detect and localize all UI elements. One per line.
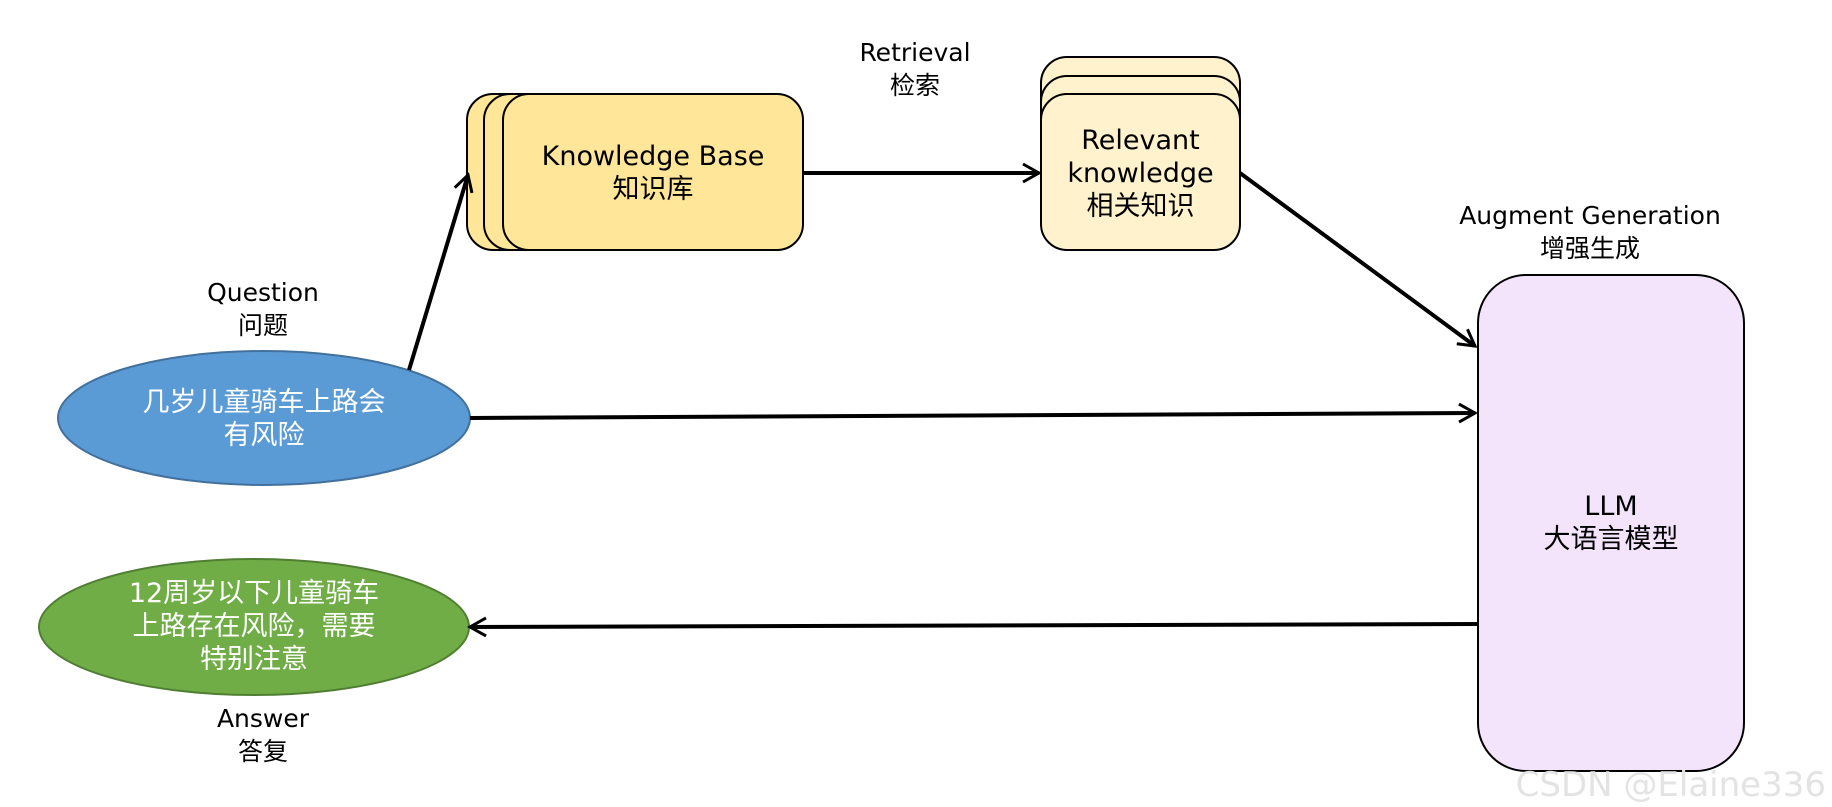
augment-label: Augment Generation 增强生成 [1440,199,1740,265]
question-text: 几岁儿童骑车上路会 有风险 [80,386,448,452]
answer-text-line2: 上路存在风险，需要 [132,611,376,642]
question-label-zh: 问题 [237,311,288,340]
knowledge-base-label-en: Knowledge Base [541,141,765,172]
knowledge-base-stack [466,93,804,251]
retrieval-label-en: Retrieval [859,38,971,67]
answer-text-line3: 特别注意 [200,644,308,675]
answer-text: 12周岁以下儿童骑车 上路存在风险，需要 特别注意 [60,577,448,676]
answer-text-line1: 12周岁以下儿童骑车 [128,578,380,609]
question-label: Question 问题 [183,276,343,342]
question-to-llm-arrow [469,402,1479,424]
llm-to-answer-arrow [466,616,1479,638]
question-text-line1: 几岁儿童骑车上路会 [142,387,386,418]
llm-label: LLM 大语言模型 [1478,490,1744,556]
relevant-knowledge-label-en2: knowledge [1067,158,1214,189]
knowledge-base-label: Knowledge Base 知识库 [503,140,803,206]
knowledge-base-label-zh: 知识库 [612,174,694,205]
augment-label-en: Augment Generation [1459,201,1721,230]
retrieval-label-zh: 检索 [889,71,940,100]
retrieval-label: Retrieval 检索 [835,36,995,102]
llm-label-en: LLM [1584,491,1638,522]
question-text-line2: 有风险 [223,420,305,451]
relevant-knowledge-label: Relevant knowledge 相关知识 [1041,124,1240,223]
relevant-knowledge-label-en1: Relevant [1081,125,1200,156]
relevant-knowledge-label-zh: 相关知识 [1086,191,1195,222]
llm-box [1477,274,1745,772]
augment-label-zh: 增强生成 [1539,234,1640,263]
answer-label-en: Answer [216,704,310,733]
llm-label-zh: 大语言模型 [1543,524,1679,555]
question-label-en: Question [207,278,319,307]
question-to-knowledge-arrow [407,172,474,371]
relevant-knowledge-stack [1040,56,1241,251]
augment-arrow [1238,171,1478,348]
answer-label-zh: 答复 [237,737,288,766]
answer-label: Answer 答复 [183,702,343,768]
watermark: CSDN @Elaine336 [1515,765,1826,805]
